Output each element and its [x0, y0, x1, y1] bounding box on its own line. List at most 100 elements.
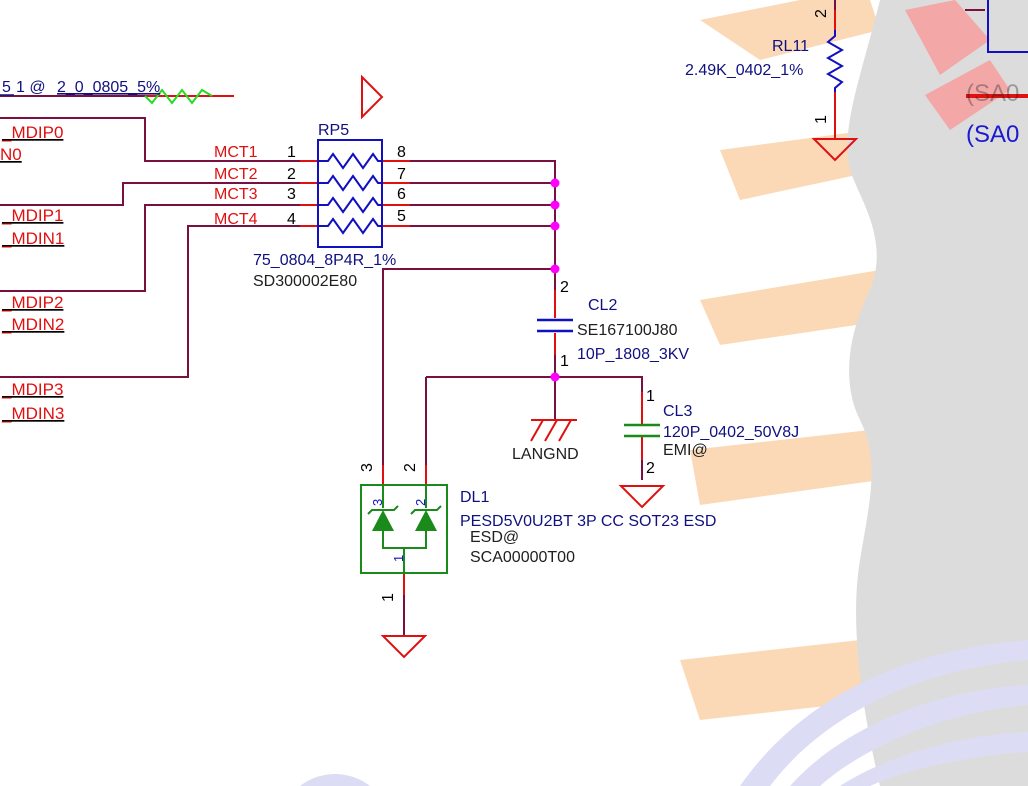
cl2-text: 2 CL2 SE167100J80 1 10P_1808_3KV — [560, 279, 689, 370]
junctions — [550, 178, 560, 382]
dl1-component[interactable] — [360, 484, 448, 574]
net-label[interactable]: _MDIP0 — [1, 123, 63, 142]
watermark-gray-shape — [847, 0, 1028, 786]
dl1-text: 3 2 1 3 2 1 DL1 PESD5V0U2BT 3P CC SOT23 … — [359, 463, 716, 602]
watermark-purple-arc-3 — [840, 732, 1028, 786]
cl3-ref: CL3 — [663, 403, 692, 420]
watermark-orange-stroke-2 — [720, 130, 880, 200]
junction-dot — [550, 200, 560, 210]
junction-dot — [550, 264, 560, 274]
rp5-value: 75_0804_8P4R_1% — [253, 252, 396, 269]
net-label-mct1[interactable]: MCT1 — [214, 144, 258, 161]
dl1-common — [382, 531, 427, 549]
rp5-zigzag-4 — [318, 217, 382, 235]
cl2-pin-number: 2 — [560, 279, 569, 296]
dl1-left-bar — [367, 505, 399, 515]
ground-icon — [811, 138, 859, 162]
right-label-blue: (SA0 — [966, 121, 1019, 148]
rl11-zigzag[interactable] — [825, 30, 845, 92]
rl11-value: 2.49K_0402_1% — [685, 62, 803, 79]
net-label-mct2[interactable]: MCT2 — [214, 166, 258, 183]
watermark-purple-arc-2 — [790, 685, 1028, 786]
rp5-pin-number: 1 — [287, 144, 296, 161]
rp5-text: RP5 1 2 3 4 8 7 6 5 75_0804_8P4R_1% SD30… — [253, 122, 406, 290]
wire-langnd-node — [426, 376, 643, 392]
rp5-zigzag-1 — [318, 152, 382, 170]
net-label[interactable]: _MDIP2 — [1, 293, 63, 312]
rl11-text: RL11 2.49K_0402_1% 2 1 — [685, 9, 830, 124]
watermark-red-stroke-1 — [905, 0, 990, 75]
dl1-ref: DL1 — [460, 489, 489, 506]
dl1-right-bar — [410, 505, 442, 515]
rl11-pin-number: 1 — [813, 115, 830, 124]
watermark-purple-blob — [300, 774, 370, 786]
rp5-ref: RP5 — [318, 122, 349, 139]
dl1-inner-pin: 1 — [391, 555, 406, 562]
dl1-value: PESD5V0U2BT 3P CC SOT23 ESD — [460, 513, 716, 530]
port-triangle-icon — [361, 74, 384, 120]
rp5-component[interactable] — [317, 139, 383, 248]
right-label-gray: (SA0 — [966, 80, 1019, 107]
net-label-mct3[interactable]: MCT3 — [214, 186, 258, 203]
cl3-component[interactable] — [624, 423, 660, 438]
net-label[interactable]: N0 — [0, 145, 22, 164]
dl1-pin-number: 3 — [359, 463, 376, 472]
rl11-ref: RL11 — [772, 38, 809, 55]
ground-icon — [380, 635, 428, 659]
dl1-pin-number: 1 — [380, 593, 397, 602]
rp5-pin-number: 2 — [287, 166, 296, 183]
dl1-pin-number: 2 — [402, 463, 419, 472]
junction-dot — [550, 372, 560, 382]
cl2-value: 10P_1808_3KV — [577, 346, 689, 363]
junction-dot — [550, 221, 560, 231]
rp5-zigzag-2 — [318, 174, 382, 192]
watermark-orange-stroke-3 — [700, 270, 890, 345]
watermark-orange-stroke-4 — [690, 430, 880, 505]
rp5-body — [317, 139, 383, 248]
cl2-component[interactable] — [537, 318, 573, 333]
mct-labels: MCT1 MCT2 MCT3 MCT4 — [214, 144, 258, 228]
wire-mdip0-mct1 — [0, 117, 300, 162]
wire-mdin2-mct3 — [0, 204, 300, 292]
cl3-option: EMI@ — [663, 442, 708, 459]
rp5-pin-number: 5 — [397, 208, 406, 225]
cl3-text: 1 CL3 120P_0402_50V8J EMI@ 2 — [646, 388, 799, 477]
dl1-right-diode — [415, 510, 437, 531]
cl2-partno: SE167100J80 — [577, 322, 678, 339]
right-box-fragment — [987, 0, 1028, 53]
langnd-ground-icon — [530, 419, 577, 442]
ground-icon — [618, 485, 666, 509]
net-label[interactable]: _MDIP1 — [1, 206, 63, 225]
cl3-pin-number: 2 — [646, 460, 655, 477]
watermark — [300, 0, 1028, 786]
langnd-label: LANGND — [512, 446, 579, 463]
net-label[interactable]: _MDIN3 — [1, 404, 64, 423]
wire-mdin3-mct4 — [0, 225, 300, 378]
net-label[interactable]: _MDIP3 — [1, 380, 63, 399]
rp5-pin-number: 7 — [397, 166, 406, 183]
net-label[interactable]: _MDIN1 — [1, 229, 64, 248]
rp5-pin-number: 6 — [397, 186, 406, 203]
top-left-label-part1: 5 — [2, 79, 11, 96]
rp5-pin-number: 4 — [287, 211, 296, 228]
dl1-inner-pin: 2 — [413, 499, 428, 506]
net-label[interactable]: _MDIN2 — [1, 315, 64, 334]
dl1-left-diode — [372, 510, 394, 531]
cl3-pin-number: 1 — [646, 388, 655, 405]
pin-leads — [145, 10, 836, 595]
wire-rp5-pin8 — [410, 160, 556, 183]
cl3-value: 120P_0402_50V8J — [663, 424, 799, 441]
top-left-label: 5 1 @ 2_0_0805_5% — [2, 79, 160, 96]
dl1-option: ESD@ — [470, 529, 519, 546]
rp5-pin-number: 8 — [397, 144, 406, 161]
grounds — [380, 138, 859, 659]
dl1-inner-pin: 3 — [370, 499, 385, 506]
top-left-label-part3: 2_0_0805_5% — [57, 79, 160, 96]
rp5-pin-number: 3 — [287, 186, 296, 203]
top-left-label-part2: 1 @ — [16, 79, 46, 96]
dl1-partno: SCA00000T00 — [470, 549, 575, 566]
net-label-mct4[interactable]: MCT4 — [214, 211, 258, 228]
green-resistor-symbol — [144, 88, 213, 105]
